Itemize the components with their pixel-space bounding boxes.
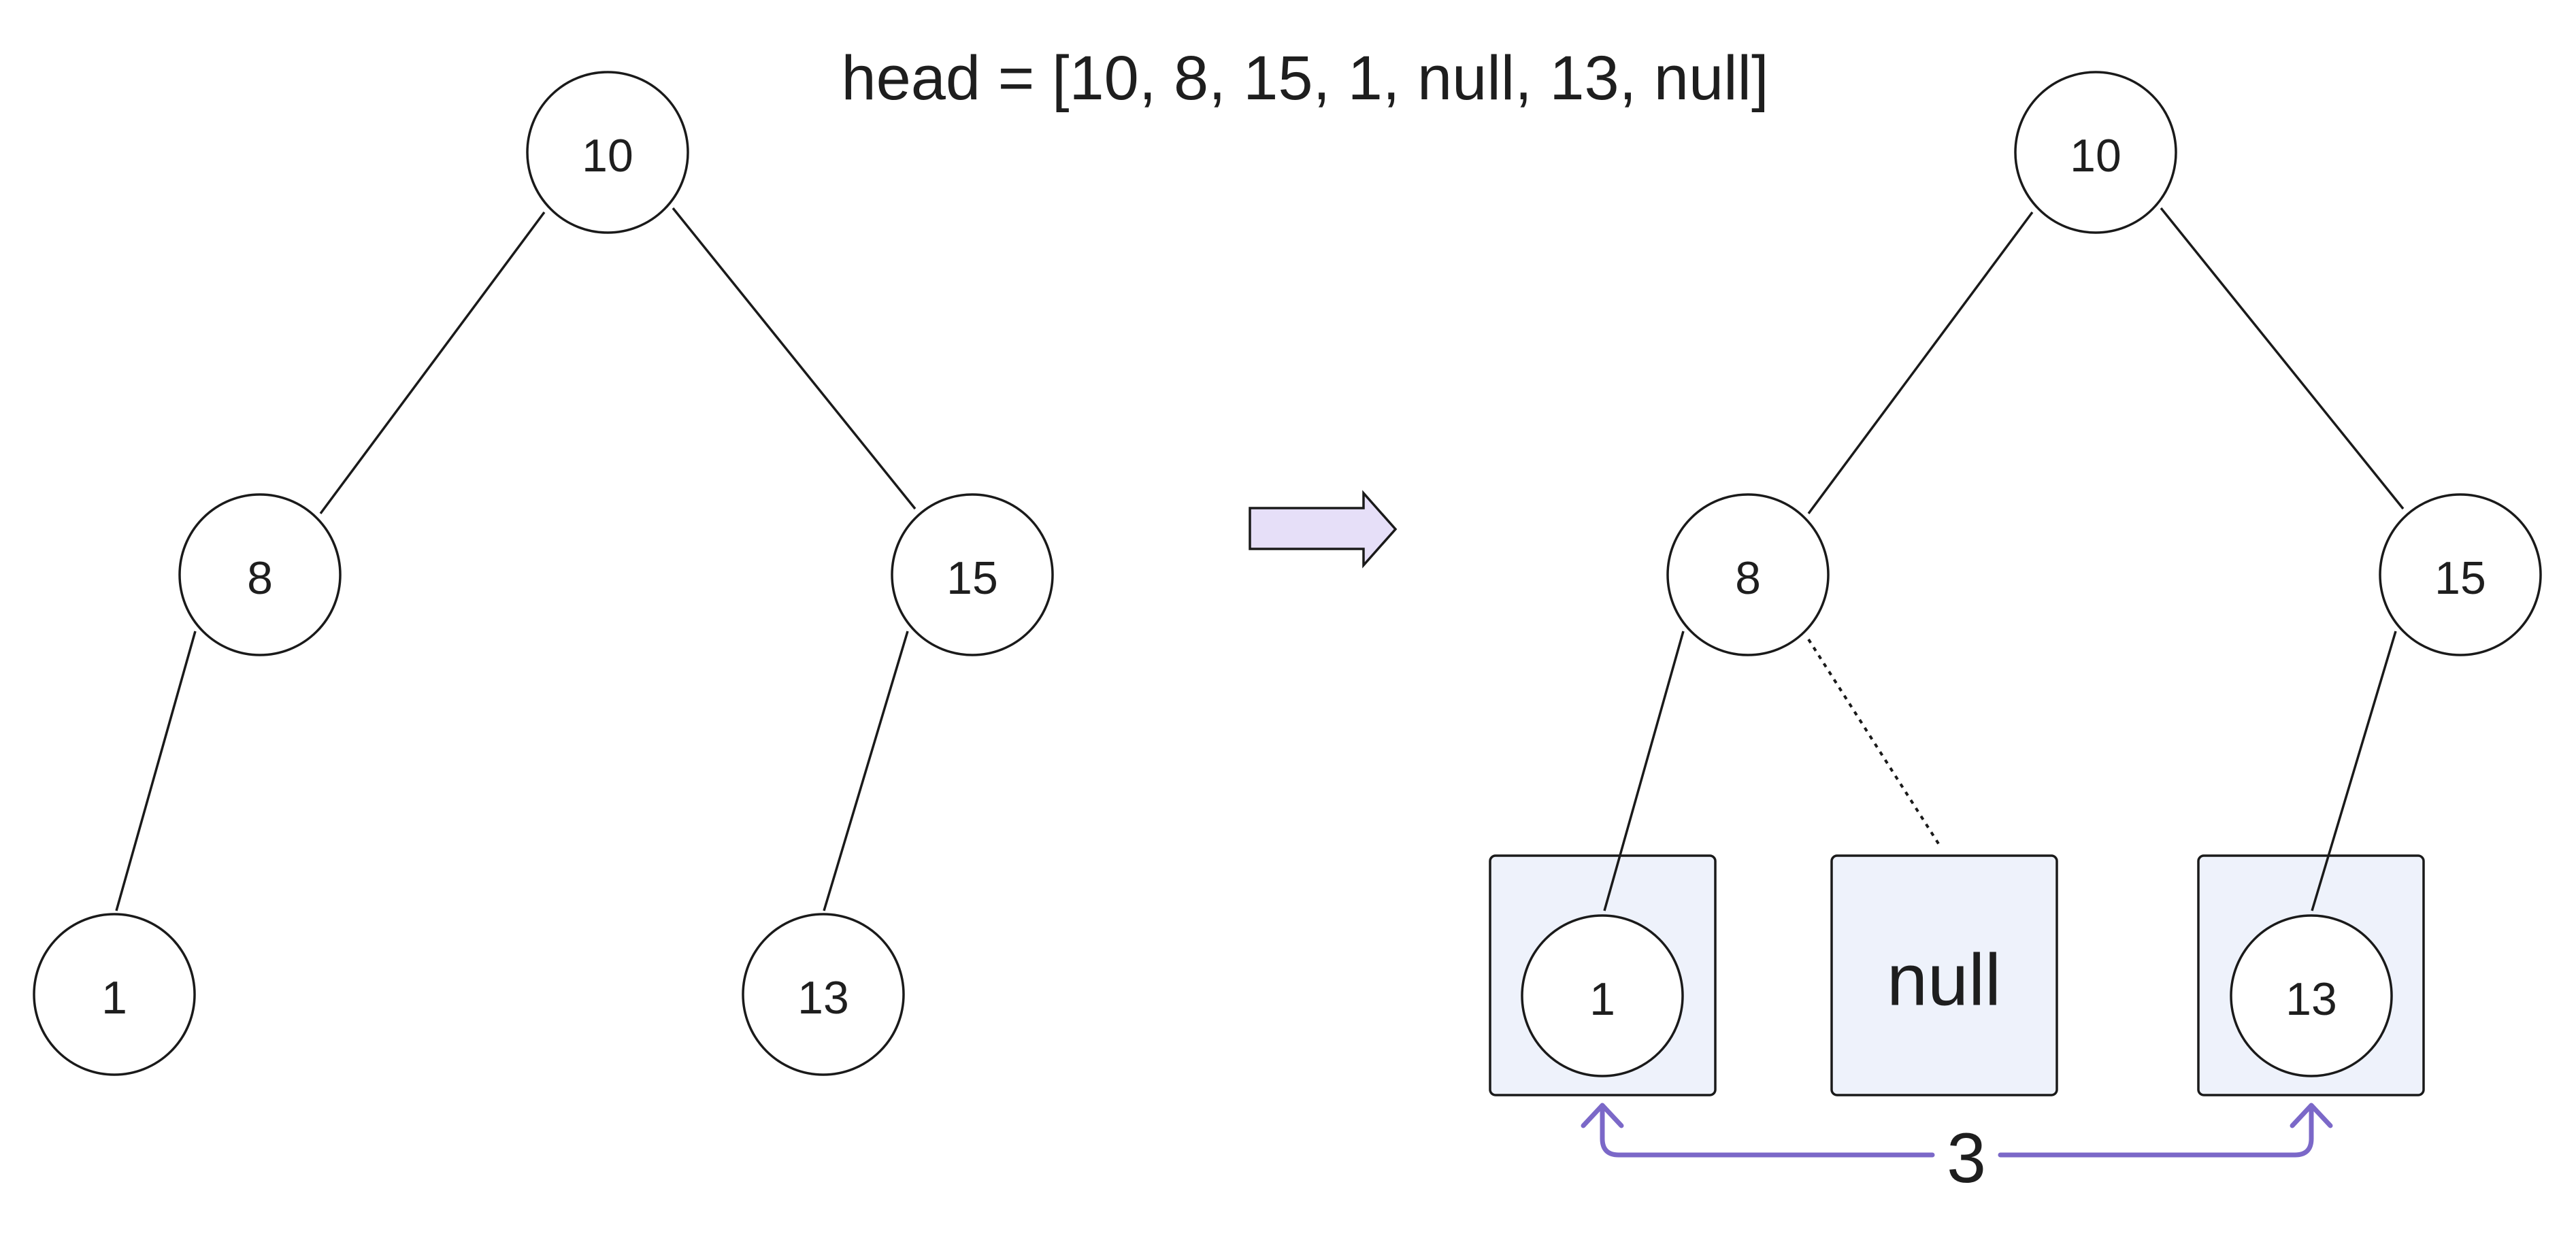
- node-label: 10: [2070, 130, 2121, 182]
- tree-node: 1: [33, 913, 196, 1076]
- width-label: 3: [1947, 1119, 1986, 1198]
- node-circle: [2230, 914, 2393, 1077]
- edge-15-13: [823, 631, 909, 911]
- tree-node: 13: [2230, 914, 2393, 1077]
- node-circle: [742, 913, 905, 1076]
- node-circle: [2379, 493, 2542, 656]
- up-arrow-left-icon: [1581, 1103, 1624, 1128]
- transform-arrow: [1249, 490, 1398, 569]
- tree-node: 8: [178, 493, 342, 656]
- left-tree: 10 8 15 1 13: [33, 71, 1054, 1076]
- node-label: 8: [247, 552, 273, 604]
- tree-node: 15: [2379, 493, 2542, 656]
- edge-8-1: [115, 631, 197, 911]
- node-label: 10: [582, 130, 633, 182]
- edge-10-15: [2160, 207, 2405, 510]
- node-label: 1: [1589, 973, 1615, 1025]
- node-circle: [178, 493, 342, 656]
- width-bracket-line: [1600, 1105, 2314, 1158]
- node-label: 1: [101, 972, 127, 1024]
- node-label: 13: [2285, 973, 2337, 1025]
- node-circle: [526, 71, 689, 234]
- node-label: 15: [946, 552, 998, 604]
- edge-8-null: [1807, 638, 1942, 848]
- null-box: [1830, 854, 2058, 1096]
- edge-10-8: [1807, 211, 2034, 515]
- node-circle: [891, 493, 1054, 656]
- up-arrow-right-icon: [2290, 1103, 2333, 1128]
- tree-node: 10: [2014, 71, 2177, 234]
- node-label: 15: [2434, 552, 2486, 604]
- null-label: null: [1887, 939, 2001, 1021]
- edge-10-8: [319, 211, 546, 515]
- tree-node: 8: [1666, 493, 1830, 656]
- edge-8-1: [1603, 631, 1685, 911]
- title: head = [10, 8, 15, 1, null, 13, null]: [841, 44, 1768, 113]
- tree-node: 10: [526, 71, 689, 234]
- node-label: 8: [1735, 552, 1761, 604]
- tree-node: 1: [1521, 914, 1684, 1077]
- edge-10-15: [672, 207, 917, 510]
- width-indicator: 3: [1581, 1103, 2333, 1198]
- tree-node: 15: [891, 493, 1054, 656]
- node-circle: [1666, 493, 1830, 656]
- right-tree: null 10 8 15 1 13: [1489, 71, 2542, 1198]
- node-circle: [1521, 914, 1684, 1077]
- node-label: 13: [797, 972, 849, 1024]
- tree-node: 13: [742, 913, 905, 1076]
- node-circle: [33, 913, 196, 1076]
- node-circle: [2014, 71, 2177, 234]
- edge-15-13: [2311, 631, 2397, 911]
